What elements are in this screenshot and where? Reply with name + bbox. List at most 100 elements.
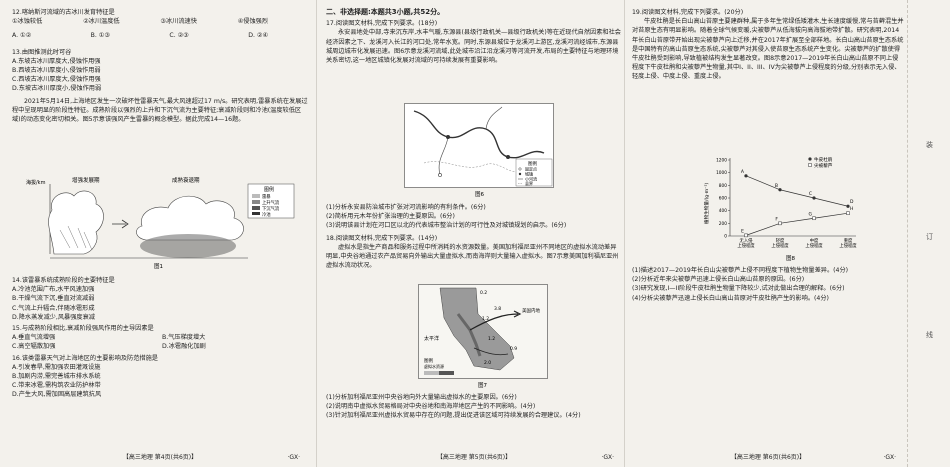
q15-choice[interactable]: A.垂直气流增强: [12, 334, 56, 342]
rain-lines: [59, 225, 93, 251]
x-tick-label: 上侵程度: [771, 242, 789, 249]
california-shape: [439, 287, 515, 371]
q17-heading: 17.阅读图文材料,完成下列要求。(18分): [326, 20, 438, 28]
x-tick-label: 中度: [810, 237, 819, 244]
fig7-caption: 图7: [478, 381, 488, 389]
storm-cloud-1: [48, 190, 104, 255]
q14-choice[interactable]: A.冷池范围广布,水平风速加强: [12, 286, 95, 294]
data-point: [778, 221, 782, 226]
flow-value: 3.8: [494, 306, 501, 312]
flow-arrow: [473, 347, 509, 356]
page-number: 【高三地理 第6页(共6页)】: [730, 453, 806, 461]
q16-choice[interactable]: B.加剧内涝,需完善城市排水系统: [12, 373, 101, 381]
y-tick-label: 0: [724, 234, 727, 240]
page-divider: [624, 0, 625, 467]
fig1-legend-title: 图例: [264, 186, 274, 193]
storm-cloud-2: [136, 195, 244, 241]
q13-stem: 13.由图推测此时可谷: [12, 48, 72, 56]
data-point: [846, 204, 850, 208]
q13-choice[interactable]: A.东坡古冰川厚度大,侵蚀作用强: [12, 57, 101, 65]
flow-value: 1.2: [488, 336, 495, 342]
virtual-water-map: 美国内地 太平洋 0.2 3.8 1.2 1.2 2.0 0.9 图例 虚拟水资…: [418, 284, 548, 389]
flow-value: 2.0: [484, 360, 491, 366]
fig6-legend: [515, 158, 553, 187]
flow-value: 0.2: [480, 290, 487, 296]
x-tick-label: 重度: [844, 237, 853, 244]
figure-1: 海拔/km 增强发展期 成熟衰退期 图例 雷暴 上升气流 下沉气流 冷池 图1: [22, 174, 302, 270]
q18-subq: (2)说明南中虚拟水贸易格局对中央谷地和南海岸地区产生的不同影响。(4分): [326, 403, 536, 411]
q19-subq: (3)研究发现,I—II阶段牛皮杜鹃生物量下降较少,试对此做出合理的解释。(6分…: [632, 285, 845, 293]
page4-footer: 【高三地理 第4页(共6页)】 ·GX·: [12, 453, 308, 462]
data-point: [744, 233, 748, 238]
q13-choice[interactable]: D.东坡古冰川厚度小,侵蚀作用弱: [12, 85, 102, 93]
point-label: H: [850, 206, 853, 212]
fig1-caption: 图1: [154, 262, 163, 270]
fixed-point-marker: [438, 173, 442, 177]
arrow-icon: [112, 219, 129, 229]
y-tick-label: 1200: [716, 158, 727, 164]
q12-choice[interactable]: B. ①③: [90, 32, 110, 40]
q14-choice[interactable]: B.干燥气流下沉,垂直对流减弱: [12, 295, 95, 303]
town-marker: [506, 155, 510, 159]
data-point: [812, 216, 816, 221]
county-boundary: [423, 161, 527, 173]
page6-footer: 【高三地理 第6页(共6页)】 ·GX·: [632, 453, 904, 462]
series-line-veratrum: [745, 212, 849, 236]
town-marker: [446, 135, 450, 139]
data-point: [778, 188, 782, 192]
q13-choice[interactable]: C.西坡古冰川厚度大,侵蚀作用强: [12, 76, 101, 84]
q17-subq: (1)分析永安县防治城市扩张对河流影响的有利条件。(6分): [326, 204, 486, 211]
q14-stem: 14.该雷暴系统成熟阶段的主要特征是: [12, 277, 115, 284]
point-label: C: [809, 191, 812, 197]
q16-choice[interactable]: C.带来冰雹,需构筑农业防护林带: [12, 382, 101, 390]
flow-arrow: [469, 313, 519, 331]
q13-choice[interactable]: B.西坡古冰川厚度小,侵蚀作用弱: [12, 67, 101, 75]
figure-7: 美国内地 太平洋 0.2 3.8 1.2 1.2 2.0 0.9 图例 虚拟水资…: [418, 284, 548, 390]
q19-heading: 19.阅读图文材料,完成下列要求。(20分): [632, 9, 744, 16]
q12-stem: 12.喀纳斯河流域的古冰川发育特征是: [12, 9, 115, 16]
q16-choice[interactable]: D.产生大风,需加固高层建筑抗风: [12, 391, 102, 399]
q12-choice[interactable]: D. ②④: [248, 32, 268, 40]
q14-choice[interactable]: C.气流上升辐合,伴随冰雹形成: [12, 304, 95, 312]
section-heading: 二、非选择题:本题共3小题,共52分。: [326, 8, 445, 16]
cold-pool: [140, 234, 236, 258]
page-divider: [316, 0, 317, 467]
y-tick-label: 800: [719, 183, 727, 189]
fig6-legend-title: 图例: [528, 160, 537, 167]
x-tick-label: 无入侵: [740, 237, 754, 244]
q12-choice[interactable]: A. ①②: [12, 32, 32, 40]
x-tick-label: 上侵程度: [839, 242, 857, 249]
q16-choice[interactable]: A.引发春旱,需加强农田灌溉设施: [12, 363, 101, 371]
q15-stem: 15.与成熟阶段相比,衰减阶段强风作用的主导因素是: [12, 325, 154, 333]
q15-choice[interactable]: D.冰雹融化加剧: [162, 343, 206, 351]
page-6: 19.阅读图文材料,完成下列要求。(20分) 牛皮杜鹃是长白山高山苔原主要建群种…: [632, 0, 904, 467]
paper-code: ·GX·: [601, 453, 614, 461]
y-tick-label: 600: [719, 196, 727, 202]
fig1-ylabel: 海拔/km: [26, 179, 46, 186]
fig1-legend-item: 上升气流: [262, 199, 280, 206]
fig6-legend-item: 城镇: [525, 171, 533, 177]
q14-choice[interactable]: D.降水蒸发减少,风暴强度衰减: [12, 313, 95, 321]
inland-label: 美国内地: [522, 307, 540, 314]
binding-mark: 订: [926, 233, 933, 241]
point-label: D: [850, 199, 854, 205]
fig6-legend-item: 县界: [525, 180, 533, 186]
q12-choice[interactable]: C. ②③: [169, 32, 189, 40]
q17-passage: 永安县地处中部,寺来沉东岸,水丰气暖,东源县(县级行政机关—县级行政机关)等在近…: [326, 29, 621, 65]
paper-code: ·GX·: [287, 453, 300, 461]
river-basin-map: 图例 固定点 城镇 小河流 县界 图6: [404, 103, 554, 198]
q15-choice[interactable]: B.气压梯度增大: [162, 334, 206, 342]
fig6-caption: 图6: [475, 190, 485, 198]
fig1-stage2-label: 成熟衰退期: [172, 176, 200, 184]
data-point: [812, 196, 816, 200]
q19-subq: (1)描述2017—2019年长白山尖被藜芦上侵不同程度下植物生物量差异。(4分…: [632, 267, 849, 274]
data-point: [846, 211, 850, 215]
q12-item: ①冰蚀较低: [12, 18, 43, 26]
page-4: 12.喀纳斯河流域的古冰川发育特征是 ①冰蚀较低 ②冰川温度低 ③冰川流速快 ④…: [12, 0, 308, 467]
q15-choice[interactable]: C.高空辐散加强: [12, 343, 56, 351]
q12-item: ③冰川流速快: [160, 18, 197, 26]
page-number: 【高三地理 第4页(共6页)】: [122, 453, 198, 461]
